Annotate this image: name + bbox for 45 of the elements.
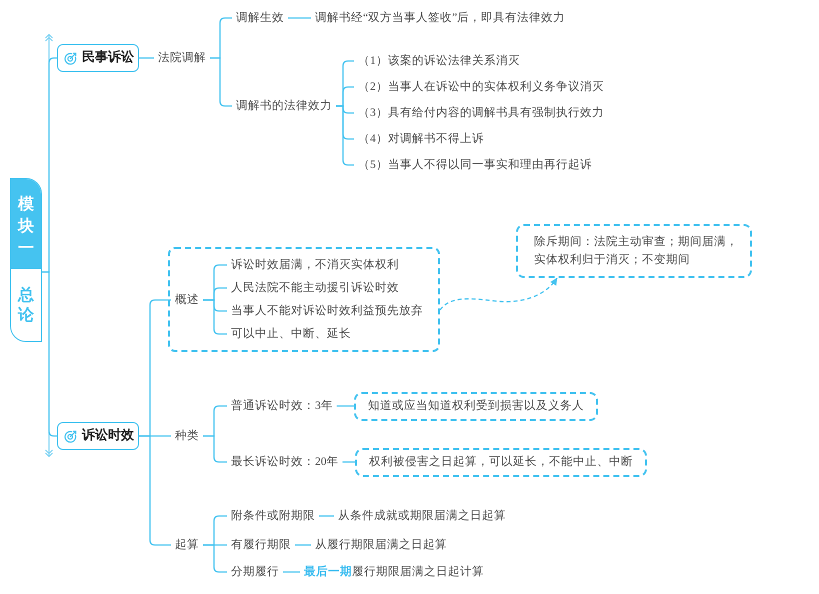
connector [288,17,311,19]
branch-label: 概述 [171,292,203,308]
connector [319,515,334,517]
connector [139,435,171,546]
branch-label: 可以中止、中断、延长 [227,326,355,342]
branch-label: （2）当事人在诉讼中的实体权利义务争议消灭 [354,79,608,95]
side-tab [10,178,42,342]
tab-heading: 模块一 [11,179,41,269]
connector [283,571,300,573]
branch-label: 人民法院不能主动援引诉讼时效 [227,280,403,296]
branch-label: 诉讼时效届满，不消灭实体权利 [227,257,403,273]
topic-title: 诉讼时效 [82,428,134,444]
note-box: 权利被侵害之日起算，可以延长，不能中止、中断 [355,448,647,477]
connector [42,271,57,437]
dashed-frame [168,247,440,352]
branch-label: 法院调解 [154,50,210,66]
branch-label: 调解书经“双方当事人签收”后，即具有法律效力 [311,10,570,26]
branch-label: 最长诉讼时效：20年 [227,454,342,470]
tab-label: 总论 [18,285,34,325]
note-box: 知道或应当知道权利受到损害以及义务人 [354,392,598,421]
dashed-arrow [440,278,558,310]
branch-label: 最后一期履行期限届满之日起计算 [300,564,488,580]
connector [336,405,354,407]
branch-label: 当事人不能对诉讼时效利益预先放弃 [227,303,427,319]
branch-label: 起算 [171,537,203,553]
connector [139,57,154,59]
branch-label: 种类 [171,428,203,444]
branch-label: （1）该案的诉讼法律关系消灭 [354,53,524,69]
branch-label: 分期履行 [227,564,283,580]
topic-box [57,44,139,72]
branch-label: 有履行期限 [227,537,295,553]
branch-label: 调解生效 [232,10,288,26]
branch-label: 从条件成就或期限届满之日起算 [334,508,510,524]
connector [342,461,355,463]
branch-label: 从履行期限届满之日起算 [311,537,451,553]
topic-box [57,422,139,450]
branch-label: （3）具有给付内容的调解书具有强制执行效力 [354,105,608,121]
branch-label: （5）当事人不得以同一事实和理由再行起诉 [354,157,596,173]
connector [295,544,311,546]
branch-label: 附条件或附期限 [227,508,319,524]
branch-label: 普通诉讼时效：3年 [227,398,337,414]
branch-label: （4）对调解书不得上诉 [354,131,488,147]
note-box: 除斥期间：法院主动审查；期间届满，实体权利归于消灭；不变期间 [516,224,752,278]
branch-label: 调解书的法律效力 [232,98,336,114]
topic-title: 民事诉讼 [82,50,134,66]
